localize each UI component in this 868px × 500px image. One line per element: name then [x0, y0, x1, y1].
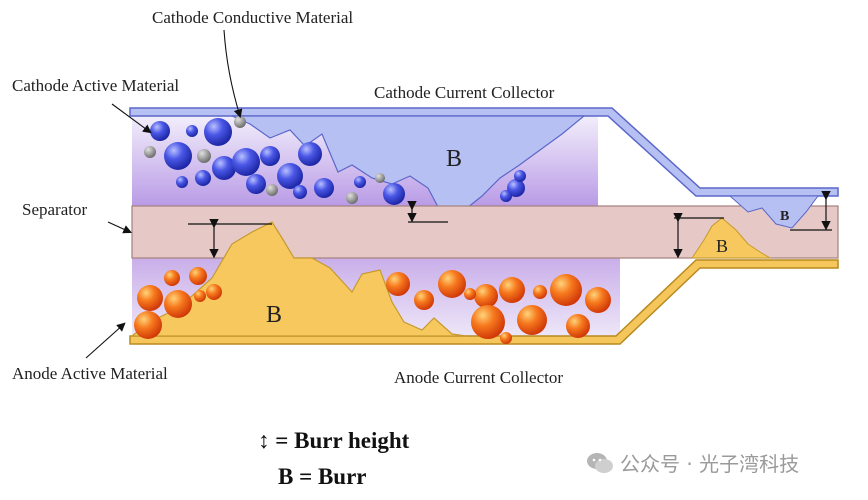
tab-cathode-burr [728, 195, 819, 229]
separator-label: Separator [22, 200, 88, 219]
legend-burr-height: ↕ = Burr height [258, 428, 409, 454]
legend-burr: B = Burr [278, 464, 367, 489]
tab-cathode-burr-label: B [780, 209, 789, 224]
legend-burr-height-text: = Burr height [275, 428, 410, 453]
cathode-conductive-particles [144, 116, 385, 204]
wechat-icon [587, 452, 613, 473]
anode-current-collector-label: Anode Current Collector [394, 368, 564, 387]
anode-burr-label: B [266, 302, 282, 328]
label-leader-lines [85, 29, 243, 359]
anode-active-material-label: Anode Active Material [12, 364, 168, 383]
watermark: 公众号 · 光子湾科技 [586, 448, 799, 477]
watermark-text: 公众号 · 光子湾科技 [620, 452, 800, 476]
cathode-active-particles [150, 118, 526, 205]
cathode-active-material-label: Cathode Active Material [12, 76, 180, 95]
anode-active-particles [134, 267, 611, 344]
tab-anode-burr [691, 217, 772, 259]
cathode-current-collector-label: Cathode Current Collector [374, 83, 555, 102]
anode-burr [130, 221, 467, 337]
tab-anode-burr-label: B [716, 236, 728, 256]
cathode-conductive-material-label: Cathode Conductive Material [152, 8, 354, 27]
cathode-burr-label: B [446, 146, 462, 172]
cathode-burr [231, 115, 586, 223]
burr-height-indicators [188, 190, 832, 259]
burr-height-arrow-icon: ↕ [258, 428, 270, 453]
